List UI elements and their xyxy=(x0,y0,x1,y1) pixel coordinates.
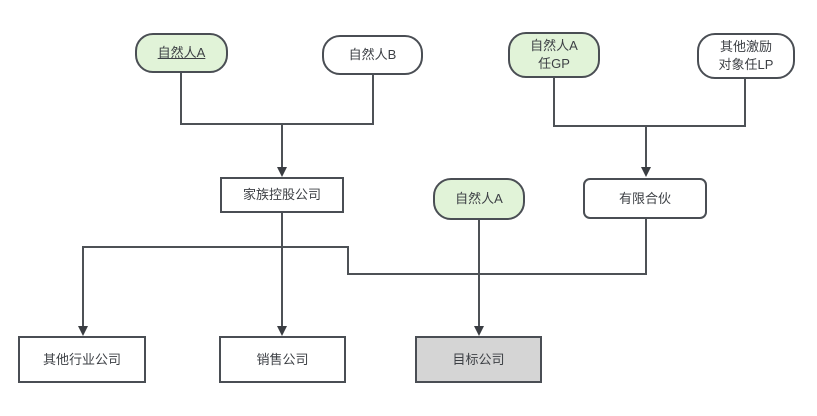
edge-lp-down xyxy=(744,79,746,127)
node-label: 家族控股公司 xyxy=(242,187,321,203)
edge-to-sales-shaft xyxy=(281,246,283,327)
node-label: 销售公司 xyxy=(256,351,309,367)
node-label: 其他行业公司 xyxy=(42,351,121,367)
edge-to-partnership-shaft xyxy=(645,125,647,168)
node-label: 目标公司 xyxy=(452,351,505,367)
node-label: 其他激励 对象任LP xyxy=(718,39,774,72)
node-family-holding-company: 家族控股公司 xyxy=(220,177,344,213)
node-natural-person-a-gp: 自然人A 任GP xyxy=(508,32,600,78)
edge-subsidiaries-horizontal xyxy=(82,246,349,248)
arrowhead-target xyxy=(474,326,484,336)
edge-to-target-shaft xyxy=(478,220,480,327)
node-natural-person-b: 自然人B xyxy=(322,35,423,75)
node-label: 自然人A xyxy=(157,45,206,61)
node-other-incentive-lp: 其他激励 对象任LP xyxy=(697,33,795,79)
arrowhead-family-holding xyxy=(277,167,287,177)
edge-target-horizontal xyxy=(347,273,647,275)
node-label: 自然人B xyxy=(348,47,397,63)
edge-partnership-merge-horizontal xyxy=(553,125,746,127)
node-natural-person-a-top: 自然人A xyxy=(135,33,228,73)
node-label: 有限合伙 xyxy=(618,190,671,206)
node-sales-company: 销售公司 xyxy=(219,336,346,383)
arrowhead-sales xyxy=(277,326,287,336)
node-natural-person-a-mid: 自然人A xyxy=(433,178,525,220)
edge-family-holding-down xyxy=(281,212,283,248)
arrowhead-other-industry xyxy=(78,326,88,336)
edge-family-merge-horizontal xyxy=(180,123,374,125)
node-label: 自然人A 任GP xyxy=(530,38,578,71)
node-label: 自然人A xyxy=(455,191,503,207)
edge-gp-down xyxy=(553,78,555,127)
node-limited-partnership: 有限合伙 xyxy=(583,178,707,219)
node-other-industry-company: 其他行业公司 xyxy=(18,336,146,383)
edge-to-other-industry-shaft xyxy=(82,246,84,327)
edge-to-family-holding-shaft xyxy=(281,123,283,168)
edge-person-b-down xyxy=(372,75,374,125)
arrowhead-partnership xyxy=(641,167,651,177)
edge-step-down xyxy=(347,246,349,275)
edge-partnership-down xyxy=(645,219,647,275)
edge-person-a-down xyxy=(180,73,182,125)
node-target-company: 目标公司 xyxy=(415,336,542,383)
